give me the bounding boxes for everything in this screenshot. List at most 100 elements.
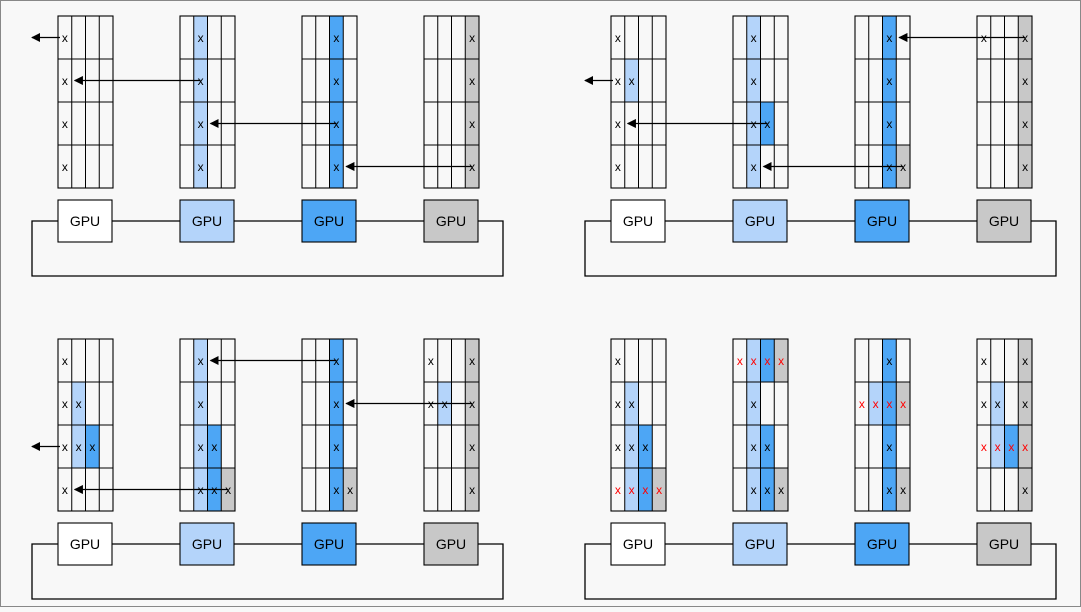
data-mark: x bbox=[198, 160, 204, 174]
reduced-mark: x bbox=[859, 397, 865, 411]
gpu-box-shape bbox=[301, 522, 357, 566]
filled-cell bbox=[746, 16, 761, 59]
gpu-box-shape bbox=[854, 522, 910, 566]
data-mark: x bbox=[1022, 160, 1028, 174]
filled-cell bbox=[746, 145, 761, 188]
gpu-1-box: GPU bbox=[57, 199, 113, 243]
data-mark: x bbox=[469, 440, 475, 454]
data-mark: x bbox=[886, 483, 892, 497]
data-mark: x bbox=[886, 117, 892, 131]
reduced-mark: x bbox=[1008, 440, 1014, 454]
filled-cell bbox=[896, 382, 910, 425]
reduced-mark: x bbox=[900, 397, 906, 411]
filled-cell bbox=[329, 16, 344, 59]
filled-cell bbox=[1018, 382, 1032, 425]
data-mark: x bbox=[198, 354, 204, 368]
data-mark: x bbox=[751, 440, 757, 454]
filled-cell bbox=[760, 425, 775, 468]
data-mark: x bbox=[333, 31, 339, 45]
filled-cell bbox=[882, 425, 897, 468]
data-mark: x bbox=[333, 160, 339, 174]
ring-connection bbox=[584, 220, 1057, 277]
data-mark: x bbox=[1022, 483, 1028, 497]
reduced-mark: x bbox=[629, 483, 635, 497]
gpu-box-shape bbox=[732, 199, 788, 243]
reduced-mark: x bbox=[995, 440, 1001, 454]
filled-cell bbox=[882, 59, 897, 102]
reduced-mark: x bbox=[737, 354, 743, 368]
gpu-box-shape bbox=[854, 199, 910, 243]
data-mark: x bbox=[1022, 354, 1028, 368]
data-mark: x bbox=[629, 440, 635, 454]
gpu-box-shape bbox=[57, 522, 113, 566]
data-mark: x bbox=[76, 397, 82, 411]
filled-cell bbox=[638, 425, 653, 468]
gpu-label: GPU bbox=[192, 536, 222, 552]
filled-cell bbox=[990, 425, 1005, 468]
filled-cell bbox=[329, 468, 344, 511]
filled-cell bbox=[343, 468, 357, 511]
filled-cell bbox=[193, 16, 208, 59]
data-mark: x bbox=[764, 440, 770, 454]
data-mark: x bbox=[62, 117, 68, 131]
filled-cell bbox=[1004, 425, 1019, 468]
data-mark: x bbox=[629, 397, 635, 411]
gpu-4-box: GPU bbox=[423, 199, 479, 243]
data-mark: x bbox=[886, 354, 892, 368]
filled-cell bbox=[760, 339, 775, 382]
filled-cell bbox=[193, 102, 208, 145]
filled-cell bbox=[746, 382, 761, 425]
filled-cell bbox=[193, 382, 208, 425]
data-mark: x bbox=[615, 31, 621, 45]
gpu-3-box: GPU bbox=[301, 199, 357, 243]
gpu-2-box: GPU bbox=[179, 522, 235, 566]
filled-cell bbox=[193, 339, 208, 382]
gpu-box-shape bbox=[976, 522, 1032, 566]
filled-cell bbox=[624, 59, 639, 102]
gpu-box-shape bbox=[301, 199, 357, 243]
filled-cell bbox=[896, 468, 910, 511]
filled-cell bbox=[882, 382, 897, 425]
data-mark: x bbox=[469, 31, 475, 45]
gpu-1-box: GPU bbox=[57, 522, 113, 566]
filled-cell bbox=[652, 468, 666, 511]
data-mark: x bbox=[642, 440, 648, 454]
data-mark: x bbox=[469, 483, 475, 497]
filled-cell bbox=[990, 382, 1005, 425]
data-mark: x bbox=[751, 483, 757, 497]
filled-cell bbox=[465, 102, 479, 145]
data-mark: x bbox=[333, 483, 339, 497]
filled-cell bbox=[1018, 102, 1032, 145]
data-mark: x bbox=[198, 31, 204, 45]
filled-cell bbox=[1018, 425, 1032, 468]
gpu-label: GPU bbox=[436, 536, 466, 552]
data-mark: x bbox=[89, 440, 95, 454]
gpu-4-box: GPU bbox=[423, 522, 479, 566]
data-mark: x bbox=[62, 160, 68, 174]
reduced-mark: x bbox=[778, 354, 784, 368]
reduced-mark: x bbox=[642, 483, 648, 497]
reduced-mark: x bbox=[981, 440, 987, 454]
data-mark: x bbox=[62, 354, 68, 368]
data-mark: x bbox=[469, 74, 475, 88]
filled-cell bbox=[1018, 468, 1032, 511]
panel-3: xxxxxxxGPUxxxxxxxGPUxxxxxGPUxxxxxxxGPU bbox=[31, 338, 504, 600]
data-mark: x bbox=[981, 354, 987, 368]
gpu-2-box: GPU bbox=[179, 199, 235, 243]
gpu-4-box: GPU bbox=[976, 199, 1032, 243]
data-mark: x bbox=[62, 74, 68, 88]
data-mark: x bbox=[211, 440, 217, 454]
filled-cell bbox=[465, 425, 479, 468]
ring-connection bbox=[31, 543, 504, 600]
filled-cell bbox=[193, 425, 208, 468]
gpu-label: GPU bbox=[623, 536, 653, 552]
reduced-mark: x bbox=[873, 397, 879, 411]
